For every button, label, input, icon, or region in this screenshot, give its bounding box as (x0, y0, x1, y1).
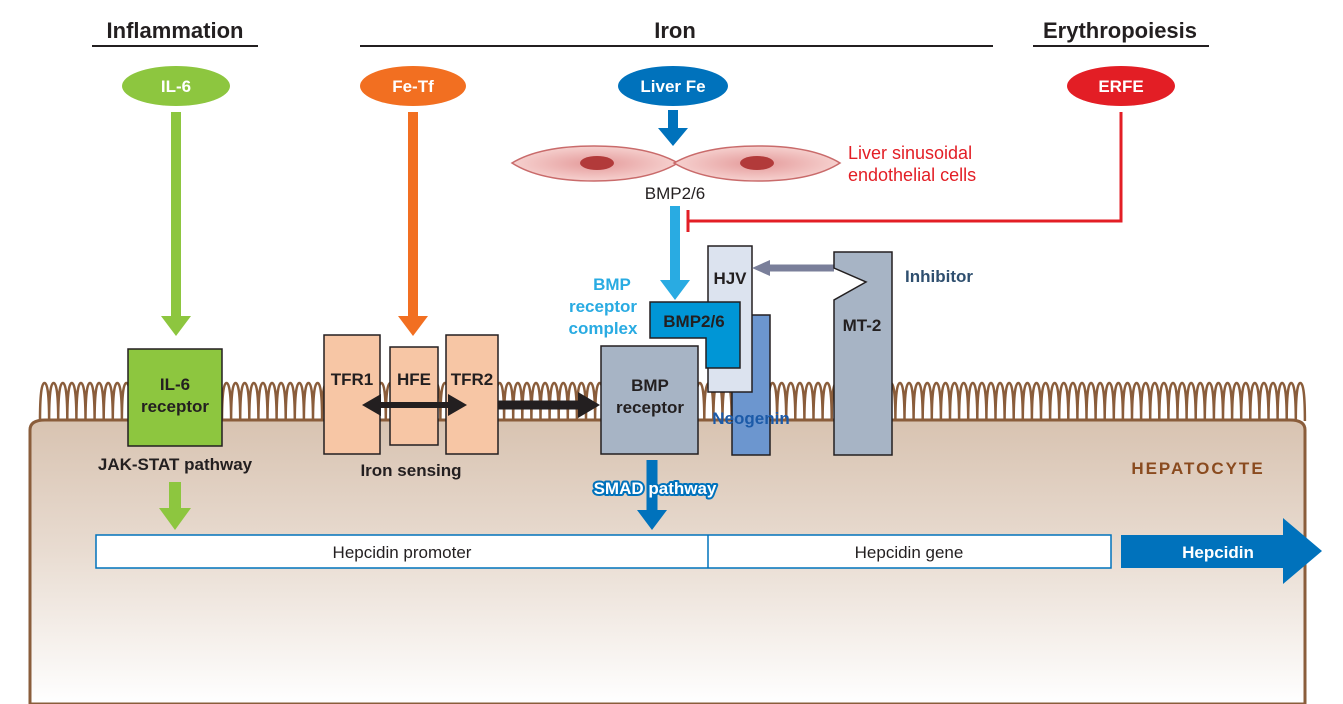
neogenin-label: Neogenin (712, 409, 789, 428)
hjv-mt2-connector-tip (752, 260, 770, 276)
il6-arrow-head (161, 316, 191, 336)
fe-tf-label: Fe-Tf (392, 77, 434, 96)
mt2-shape (833, 251, 893, 456)
bmp26-ligand-label: BMP2/6 (663, 312, 724, 331)
lsec-nucleus-left (580, 156, 614, 170)
jak-stat-arrow-head (159, 508, 191, 530)
tfr2-interaction-arrow-head (448, 394, 467, 416)
bmp26-arrow-head (660, 280, 690, 300)
hepcidin-gene-label: Hepcidin gene (855, 543, 964, 562)
smad-arrow-head (637, 510, 667, 530)
hepatocyte-label: HEPATOCYTE (1131, 459, 1264, 478)
bmp-receptor-complex-line1: BMP (593, 275, 631, 294)
liver-fe-oval (618, 66, 728, 106)
mt2-label: MT-2 (843, 316, 882, 335)
header-iron: Iron (654, 18, 696, 43)
hfe-box (389, 346, 439, 446)
smad-label: SMAD pathway (594, 479, 717, 498)
fe-tf-arrow-head (398, 316, 428, 336)
hepcidin-gene-bar (95, 534, 1112, 569)
lsec-nucleus-right (740, 156, 774, 170)
hfe-label: HFE (397, 370, 431, 389)
erfe-inhibition-line (688, 112, 1123, 223)
tfr1-label: TFR1 (331, 370, 374, 389)
iron-sensing-to-bmp-arrow-head (578, 392, 600, 418)
tfr1-box (323, 334, 381, 455)
il6-receptor-box (127, 348, 223, 447)
header-erythropoiesis: Erythropoiesis (1043, 18, 1197, 43)
lsec-bmp-label: BMP2/6 (645, 184, 705, 203)
il6-receptor-label-line2: receptor (141, 397, 209, 416)
hepcidin-output-arrow (1121, 518, 1322, 584)
jak-stat-label: JAK-STAT pathway (98, 455, 253, 474)
iron-sensing-label: Iron sensing (360, 461, 461, 480)
bmp-receptor-label-line1: BMP (631, 376, 669, 395)
il6-receptor-label-line1: IL-6 (160, 375, 190, 394)
liver-fe-arrow-head (658, 128, 688, 146)
lsec-label-line2: endothelial cells (848, 165, 976, 185)
liver-fe-label: Liver Fe (640, 77, 705, 96)
tfr2-box (445, 334, 499, 455)
hepcidin-output-label: Hepcidin (1182, 543, 1254, 562)
tfr1-interaction-arrow-head (362, 394, 381, 416)
tfr2-label: TFR2 (451, 370, 494, 389)
lsec-label-line1: Liver sinusoidal (848, 143, 972, 163)
erfe-label: ERFE (1098, 77, 1143, 96)
inhibitor-label: Inhibitor (905, 267, 973, 286)
header-inflammation: Inflammation (107, 18, 244, 43)
erfe-oval (1067, 66, 1175, 106)
hjv-label: HJV (713, 269, 747, 288)
bmp-receptor-complex-line2: receptor (569, 297, 637, 316)
bmp-receptor-complex-line3: complex (569, 319, 639, 338)
il6-label: IL-6 (161, 77, 191, 96)
bmp-receptor-label-line2: receptor (616, 398, 684, 417)
fe-tf-oval (360, 66, 466, 106)
hepcidin-promoter-label: Hepcidin promoter (333, 543, 472, 562)
il6-oval (122, 66, 230, 106)
bmp26-ligand-shape (649, 301, 741, 369)
bmp-receptor-box (600, 345, 699, 455)
